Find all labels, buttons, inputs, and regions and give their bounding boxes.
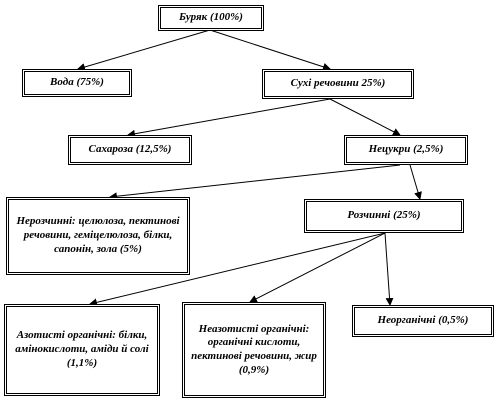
arrow-soluble-to-inorganic — [384, 232, 394, 306]
node-nonnitrogen-organic: Неазотисті органічні: органічні кислоти,… — [182, 302, 326, 398]
arrow-nonsugar-to-insoluble — [109, 164, 401, 201]
node-soluble: Розчинні (25%) — [304, 199, 464, 233]
node-sucrose: Сахароза (12,5%) — [68, 135, 192, 165]
arrow-root-to-water — [77, 29, 211, 71]
node-inorganic: Неорганічні (0,5%) — [352, 305, 494, 337]
arrow-soluble-to-nonnitrogen — [249, 232, 386, 303]
node-nonsugar: Нецукри (2,5%) — [344, 135, 468, 165]
arrow-nonsugar-to-soluble — [409, 164, 422, 200]
node-nitrogen-organic: Азотисті органічні: білки, амінокислоти,… — [4, 304, 160, 396]
arrow-root-to-dry — [209, 29, 331, 71]
arrow-soluble-to-nitrogen — [89, 232, 386, 307]
node-root: Буряк (100%) — [158, 5, 264, 31]
node-dry-matter: Сухі речовини 25%) — [262, 69, 414, 99]
arrow-dry-to-sucrose — [127, 98, 331, 138]
arrow-dry-to-nonsugar — [329, 98, 401, 136]
node-insoluble: Нерозчинні: целюлоза, пектинові речовини… — [6, 197, 190, 275]
node-water: Вода (75%) — [22, 69, 132, 97]
